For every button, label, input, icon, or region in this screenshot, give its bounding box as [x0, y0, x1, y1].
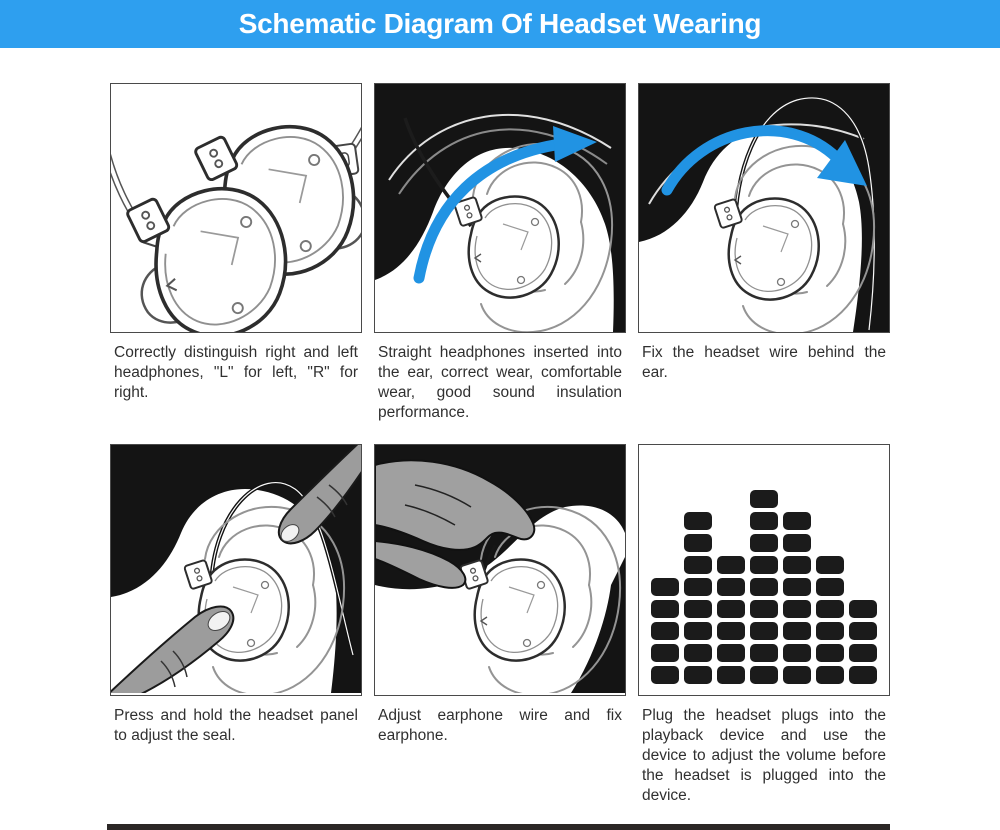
press-panel-illustration	[111, 445, 361, 693]
pinching-hand	[375, 459, 536, 589]
lower-finger	[111, 605, 235, 693]
panel-3	[638, 83, 890, 333]
caption-1: Correctly distinguish right and left hea…	[114, 344, 358, 401]
caption-4: Press and hold the headset panel to adju…	[114, 707, 358, 744]
panel-2	[374, 83, 626, 333]
next-section-edge	[107, 824, 890, 830]
panel-5	[374, 444, 626, 696]
earphones-pair-illustration	[111, 84, 361, 332]
instruction-grid: Correctly distinguish right and left hea…	[110, 83, 890, 806]
adjust-wire-illustration	[375, 445, 625, 693]
caption-6: Plug the headset plugs into the playback…	[642, 707, 886, 804]
wire-behind-ear-illustration	[639, 84, 889, 332]
panel-4	[110, 444, 362, 696]
title-banner: Schematic Diagram Of Headset Wearing	[0, 0, 1000, 48]
equalizer-graphic	[639, 445, 889, 695]
caption-3: Fix the headset wire behind the ear.	[642, 344, 886, 381]
insert-earphone-illustration	[375, 84, 625, 332]
panel-6	[638, 444, 890, 696]
upper-finger	[277, 445, 361, 545]
blue-arrow-head	[553, 126, 597, 162]
blue-arrow	[413, 138, 567, 284]
page-title: Schematic Diagram Of Headset Wearing	[238, 8, 762, 39]
blue-arrow	[661, 125, 843, 196]
blue-arrow-head	[817, 140, 867, 186]
caption-2: Straight headphones inserted into the ea…	[378, 344, 622, 421]
panel-1	[110, 83, 362, 333]
caption-5: Adjust earphone wire and fix earphone.	[378, 707, 622, 744]
